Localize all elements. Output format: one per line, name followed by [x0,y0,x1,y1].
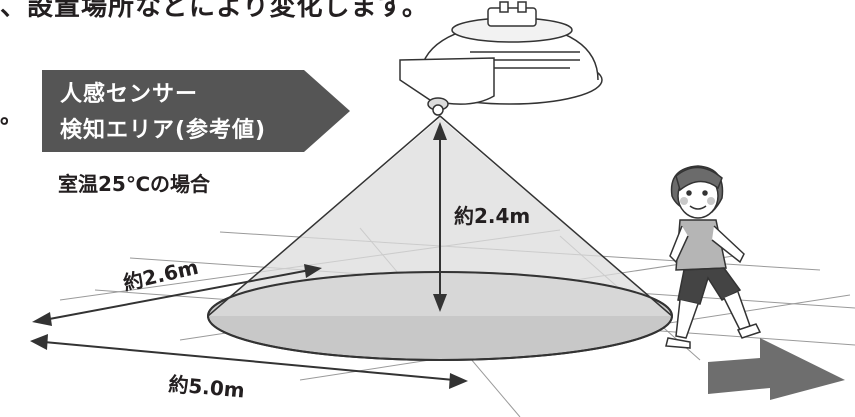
height-label: 約2.4m [454,204,531,228]
ceiling-light-icon [399,1,603,116]
condition-label: 室温25℃の場合 [58,172,211,196]
caption-text: 、設置場所などにより変化します。 [0,0,429,22]
caption-fragment: 。 [0,104,23,129]
width-arrow [30,334,468,389]
detection-area-banner: 人感センサー 検知エリア(参考値) [42,70,350,152]
banner-subtitle: 検知エリア(参考値) [60,118,267,143]
walk-direction-arrow-icon [708,338,845,400]
depth-arrow [32,264,322,326]
walking-person-icon [665,165,762,349]
height-arrow [433,122,447,312]
banner-title: 人感センサー [60,82,199,107]
cone-edge-right [439,115,673,317]
